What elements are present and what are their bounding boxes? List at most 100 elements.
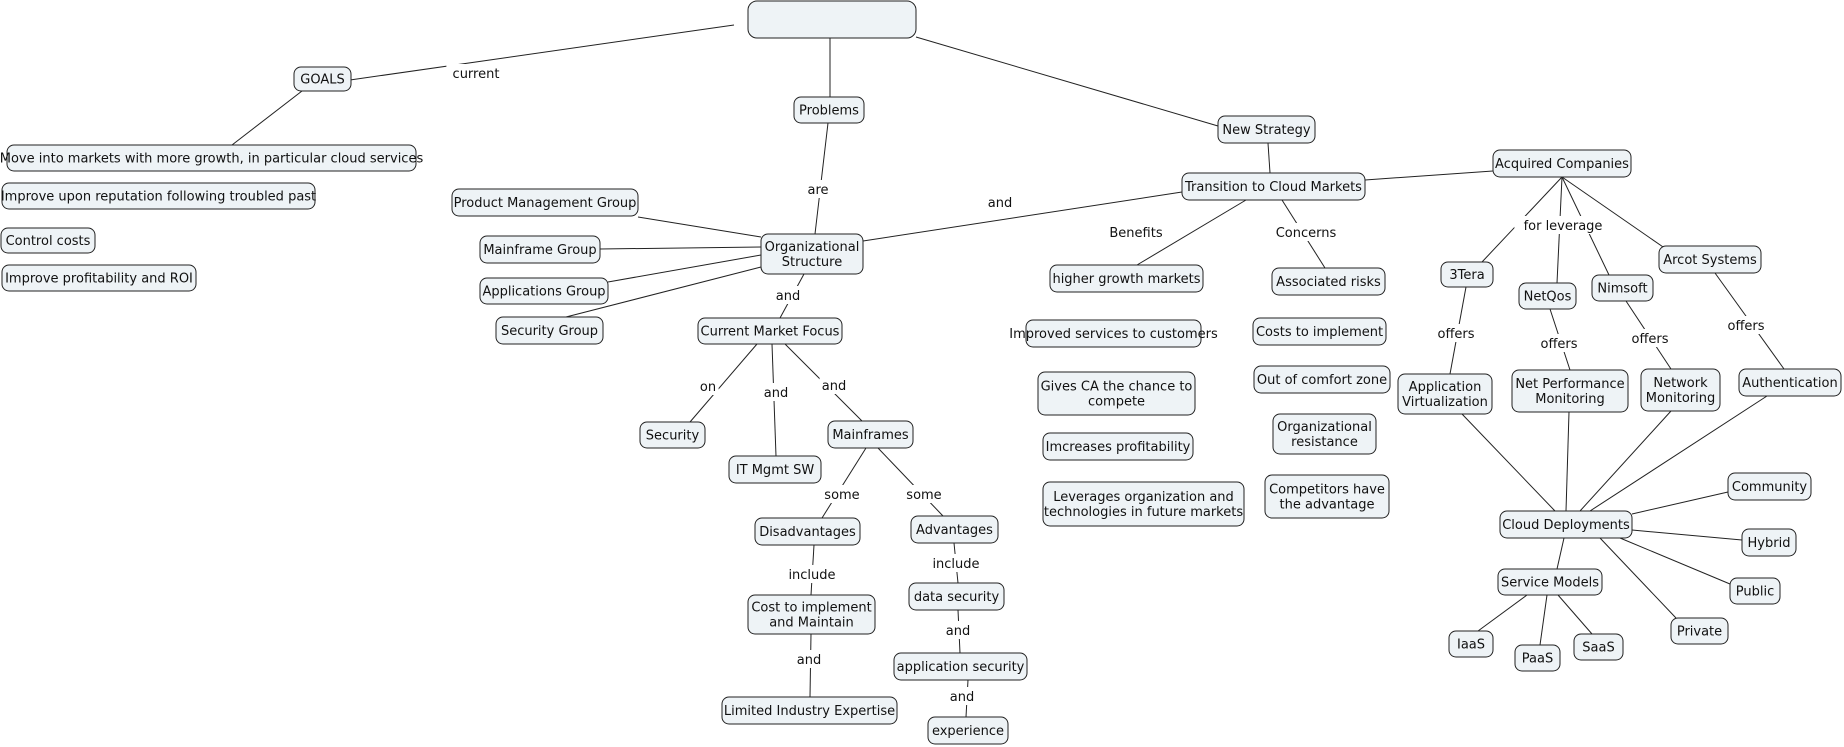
node-label: technologies in future markets <box>1044 505 1243 520</box>
node-goal-markets[interactable]: Move into markets with more growth, in p… <box>0 144 423 172</box>
node-box <box>495 316 604 345</box>
node-label: Monitoring <box>1646 391 1716 406</box>
node-authentication[interactable]: Authentication <box>1738 368 1842 397</box>
node-box <box>1499 510 1633 539</box>
node-label: Security <box>646 429 700 444</box>
node-box <box>1741 528 1797 557</box>
node-private[interactable]: Private <box>1670 617 1729 645</box>
node-app-security[interactable]: application security <box>893 652 1028 681</box>
node-label: IaaS <box>1457 638 1485 653</box>
node-goal-profit[interactable]: Improve profitability and ROI <box>1 264 197 292</box>
node-arcot[interactable]: Arcot Systems <box>1658 245 1762 274</box>
node-nimsoft[interactable]: Nimsoft <box>1591 274 1654 302</box>
node-cloud-deploy[interactable]: Cloud Deployments <box>1499 510 1633 539</box>
node-label: resistance <box>1291 435 1358 450</box>
node-saas[interactable]: SaaS <box>1573 633 1624 661</box>
node-iaas[interactable]: IaaS <box>1448 630 1494 658</box>
link-label-some: some <box>823 485 861 503</box>
connection-cloud_deploy-service_models <box>1556 537 1565 570</box>
node-goal-costs[interactable]: Control costs <box>0 227 96 254</box>
node-root[interactable] <box>747 0 917 39</box>
node-associated-risks[interactable]: Associated risks <box>1271 267 1386 296</box>
node-product-mgmt[interactable]: Product Management Group <box>451 188 639 217</box>
node-mainframes[interactable]: Mainframes <box>827 420 914 449</box>
node-label: Organizational <box>1277 420 1372 435</box>
node-label: Improve upon reputation following troubl… <box>1 190 316 205</box>
node-community[interactable]: Community <box>1727 472 1812 501</box>
node-disadvantages[interactable]: Disadvantages <box>754 517 861 546</box>
node-goal-reputation[interactable]: Improve upon reputation following troubl… <box>1 182 316 210</box>
node-acquired[interactable]: Acquired Companies <box>1492 149 1632 178</box>
node-box <box>827 420 914 449</box>
node-paas[interactable]: PaaS <box>1514 644 1561 672</box>
node-mainframe-group[interactable]: Mainframe Group <box>479 235 601 264</box>
link-label-text: offers <box>1727 319 1764 334</box>
node-experience[interactable]: experience <box>927 716 1009 745</box>
node-box <box>1497 568 1603 596</box>
node-box <box>479 277 609 305</box>
node-box <box>1272 413 1377 455</box>
node-label: Network <box>1653 376 1708 391</box>
node-box <box>1049 264 1204 293</box>
node-label: Transition to Cloud Markets <box>1184 180 1362 195</box>
node-higher-growth[interactable]: higher growth markets <box>1049 264 1204 293</box>
node-box <box>1738 368 1842 397</box>
node-security[interactable]: Security <box>639 421 706 449</box>
node-new-strategy[interactable]: New Strategy <box>1217 115 1316 144</box>
node-transition[interactable]: Transition to Cloud Markets <box>1181 172 1366 201</box>
node-comfort-zone[interactable]: Out of comfort zone <box>1253 365 1391 394</box>
node-hybrid[interactable]: Hybrid <box>1741 528 1797 557</box>
connection-service_models-paas <box>1539 594 1548 646</box>
link-label-current: current <box>446 64 506 82</box>
node-it-mgmt[interactable]: IT Mgmt SW <box>728 455 822 484</box>
node-market-focus[interactable]: Current Market Focus <box>697 317 843 345</box>
node-label: Private <box>1677 625 1722 640</box>
node-service-models[interactable]: Service Models <box>1497 568 1603 596</box>
node-box <box>1511 369 1629 413</box>
node-box <box>760 233 864 275</box>
node-improved-services[interactable]: Improved services to customers <box>1009 319 1218 348</box>
connection-security_group-org_structure <box>565 266 762 318</box>
node-box <box>6 144 417 172</box>
link-label-text: include <box>788 568 835 583</box>
node-advantages[interactable]: Advantages <box>910 515 999 544</box>
node-threetera[interactable]: 3Tera <box>1440 261 1494 288</box>
connection-mainframes-advantages <box>877 447 944 517</box>
node-data-security[interactable]: data security <box>908 582 1005 611</box>
node-label: application security <box>897 660 1025 675</box>
connection-transition-higher_growth <box>1136 199 1247 266</box>
node-increases-profit[interactable]: Imcreases profitability <box>1042 432 1194 461</box>
node-limited-expertise[interactable]: Limited Industry Expertise <box>721 696 898 725</box>
node-label: Arcot Systems <box>1663 253 1757 268</box>
connection-root-goals <box>349 24 735 81</box>
node-security-group[interactable]: Security Group <box>495 316 604 345</box>
node-goals[interactable]: GOALS <box>293 66 352 92</box>
node-label: Problems <box>799 104 859 119</box>
node-label: Cost to implement <box>751 601 871 616</box>
node-costs-implement[interactable]: Costs to implement <box>1252 317 1387 346</box>
node-apps-group[interactable]: Applications Group <box>479 277 609 305</box>
node-label: GOALS <box>300 73 344 88</box>
node-box <box>728 455 822 484</box>
node-box <box>1448 630 1494 658</box>
node-box <box>1042 481 1245 527</box>
node-label: Applications Group <box>482 285 605 300</box>
node-label: Monitoring <box>1535 392 1605 407</box>
node-netqos[interactable]: NetQos <box>1518 282 1577 310</box>
node-box <box>0 227 96 254</box>
node-problems[interactable]: Problems <box>793 96 865 124</box>
node-label: Current Market Focus <box>701 325 840 340</box>
node-public[interactable]: Public <box>1729 577 1781 605</box>
link-label-and: and <box>794 650 824 668</box>
link-label-text: and <box>822 379 846 394</box>
